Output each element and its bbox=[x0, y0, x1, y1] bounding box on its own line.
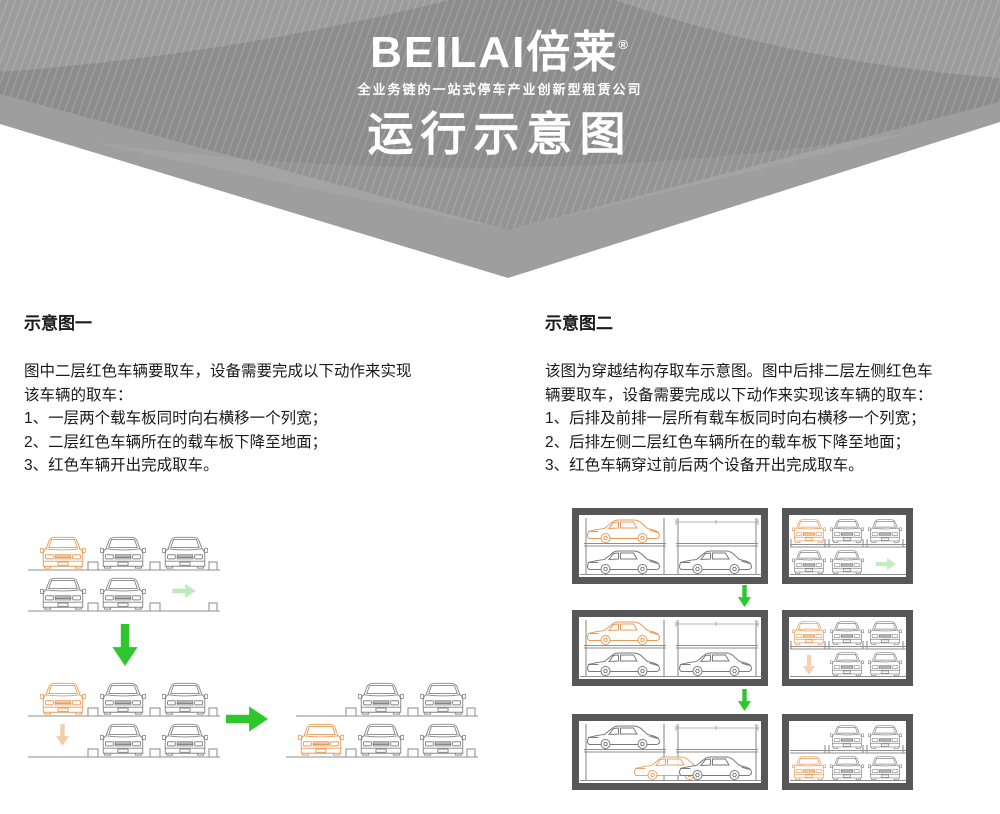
d2-row2 bbox=[572, 610, 913, 686]
brand-logo-text: BEILAI倍莱 bbox=[370, 28, 619, 77]
page-title: 运行示意图 bbox=[367, 108, 633, 160]
car-front-gray bbox=[100, 723, 146, 756]
step-down-arrow-icon bbox=[737, 585, 752, 607]
step-down-arrow-icon bbox=[737, 689, 752, 711]
faint-descend-arrow-icon bbox=[56, 724, 69, 746]
car-front-gray bbox=[162, 723, 208, 756]
car-front-gray bbox=[162, 682, 208, 715]
section-diagram2: 示意图二 该图为穿越结构存取车示意图。图中后排二层左侧红色车 辆要取车，设备需要… bbox=[545, 309, 995, 478]
car-front-target-orange bbox=[298, 723, 344, 756]
banner-sheen-left bbox=[0, 0, 450, 72]
registered-mark: ® bbox=[618, 37, 630, 52]
banner-pinstripes bbox=[0, 0, 1000, 230]
section2-intro-line1: 该图为穿越结构存取车示意图。图中后排二层左侧红色车 bbox=[545, 363, 933, 380]
banner-sheen-right bbox=[615, 0, 1000, 78]
car-front-target-orange bbox=[40, 536, 86, 569]
d1-state1 bbox=[28, 536, 220, 612]
banner-sheen-apex bbox=[90, 132, 915, 230]
d1-state3 bbox=[286, 682, 478, 758]
car-front-gray bbox=[100, 577, 146, 610]
faint-exit-arrow-icon bbox=[172, 584, 196, 598]
section2-intro-line2: 辆要取车，设备需要完成以下动作来实现该车辆的取车： bbox=[545, 386, 933, 404]
d2-row3 bbox=[572, 714, 913, 790]
section1-intro-line2: 该车辆的取车： bbox=[24, 386, 133, 404]
car-front-gray bbox=[162, 536, 208, 569]
section1-step2: 2、二层红色车辆所在的载车板下降至地面； bbox=[24, 433, 328, 451]
step-right-arrow-icon bbox=[226, 706, 268, 732]
car-front-gray bbox=[358, 682, 404, 715]
car-front-gray bbox=[100, 682, 146, 715]
step-down-arrow-icon bbox=[112, 624, 138, 666]
car-front-gray bbox=[100, 536, 146, 569]
section-diagram1: 示意图一 图中二层红色车辆要取车，设备需要完成以下动作来实现 该车辆的取车： 1… bbox=[24, 309, 519, 478]
diagram2-passthrough-sequence bbox=[572, 508, 913, 790]
section2-heading: 示意图二 bbox=[545, 314, 613, 333]
section1-step3: 3、红色车辆开出完成取车。 bbox=[24, 457, 219, 474]
brand-subtitle: 全业务链的一站式停车产业创新型租赁公司 bbox=[357, 82, 643, 97]
banner-background bbox=[0, 0, 1000, 278]
d1-state2 bbox=[28, 682, 220, 758]
brand-logo: BEILAI倍莱® bbox=[0, 16, 1000, 80]
car-front-gray bbox=[420, 723, 466, 756]
d2-row1 bbox=[572, 508, 913, 584]
section2-step1: 1、后排及前排一层所有载车板同时向右横移一个列宽； bbox=[545, 410, 926, 427]
car-front-gray bbox=[40, 577, 86, 610]
car-front-gray bbox=[420, 682, 466, 715]
section2-step2: 2、后排左侧二层红色车辆所在的载车板下降至地面； bbox=[545, 433, 911, 451]
section1-intro-line1: 图中二层红色车辆要取车，设备需要完成以下动作来实现 bbox=[24, 363, 412, 380]
section2-step3: 3、红色车辆穿过前后两个设备开出完成取车。 bbox=[545, 457, 864, 474]
section1-step1: 1、一层两个载车板同时向右横移一个列宽； bbox=[24, 410, 328, 427]
car-front-gray bbox=[358, 723, 404, 756]
diagram1-operation-sequence bbox=[28, 536, 478, 758]
car-front-target-orange bbox=[40, 682, 86, 715]
section1-heading: 示意图一 bbox=[24, 314, 92, 333]
